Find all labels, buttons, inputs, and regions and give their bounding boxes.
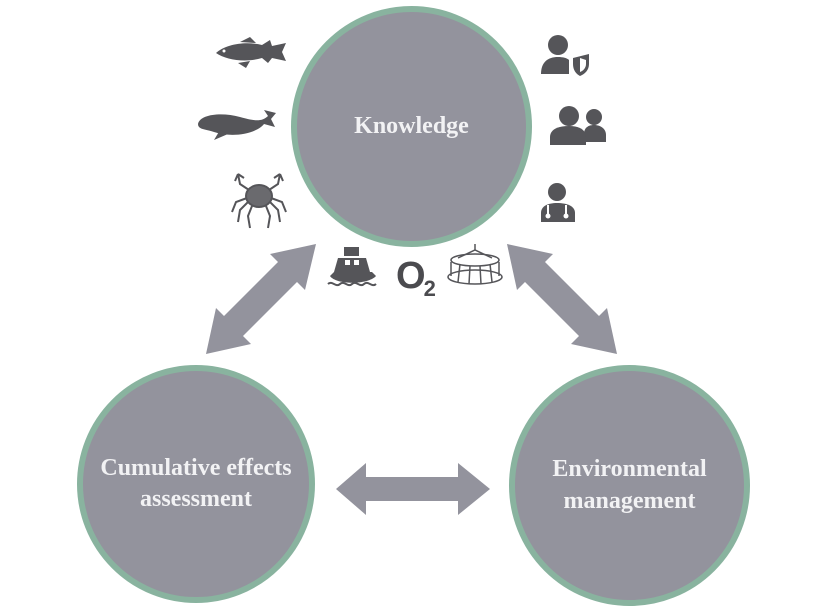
users-icon xyxy=(550,106,606,145)
cumulative-effects-node: Cumulative effects assessment xyxy=(77,365,315,603)
o2-icon: O2 xyxy=(396,255,436,302)
arrow-knowledge-env xyxy=(507,244,617,354)
whale-icon xyxy=(198,110,276,140)
ship-icon xyxy=(327,247,377,287)
o2-subscript: 2 xyxy=(423,276,436,301)
arrow-knowledge-cea xyxy=(206,244,316,354)
cumulative-effects-line1: Cumulative effects xyxy=(100,454,292,481)
fish-icon xyxy=(216,37,286,68)
user-doctor-icon xyxy=(541,183,575,222)
knowledge-label: Knowledge xyxy=(354,112,469,139)
environmental-management-label: Environmental management xyxy=(515,454,744,516)
user-shield-icon xyxy=(541,35,589,76)
environmental-management-line1: Environmental xyxy=(552,456,707,483)
cumulative-effects-label: Cumulative effects assessment xyxy=(83,453,309,515)
arrow-cea-env xyxy=(336,463,490,515)
crab-icon xyxy=(231,173,287,229)
cumulative-effects-line2: assessment xyxy=(140,486,252,512)
fish-cage-icon xyxy=(447,244,503,285)
o2-letter: O xyxy=(396,255,426,297)
environmental-management-line2: management xyxy=(563,487,696,514)
environmental-management-node: Environmental management xyxy=(509,365,750,606)
knowledge-node: Knowledge xyxy=(291,6,532,247)
